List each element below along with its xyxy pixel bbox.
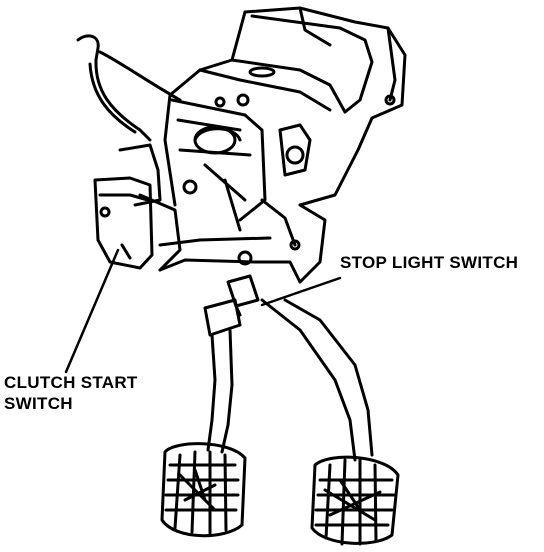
stop-light-switch-label: STOP LIGHT SWITCH [340, 252, 518, 273]
stop-light-switch-text: STOP LIGHT SWITCH [340, 253, 519, 272]
cross-shaft-assembly [170, 98, 297, 247]
clutch-pedal-pad [160, 442, 247, 538]
brake-pedal-pad [310, 455, 400, 546]
clutch-start-switch-line1: CLUTCH START [4, 373, 138, 392]
clutch-start-leader-line [64, 248, 120, 374]
stop-light-leader-line [260, 276, 342, 307]
brake-pedal-arm [260, 298, 374, 462]
pedal-mount-plate [158, 203, 327, 284]
wire-harness [76, 34, 182, 142]
clutch-start-switch-label: CLUTCH START SWITCH [4, 372, 138, 414]
clutch-start-switch-body [93, 143, 182, 272]
pedal-bracket-housing [163, 6, 407, 207]
clutch-pedal-arm [206, 328, 234, 454]
stop-light-switch-body [203, 274, 260, 337]
clutch-start-switch-line2: SWITCH [4, 394, 73, 413]
